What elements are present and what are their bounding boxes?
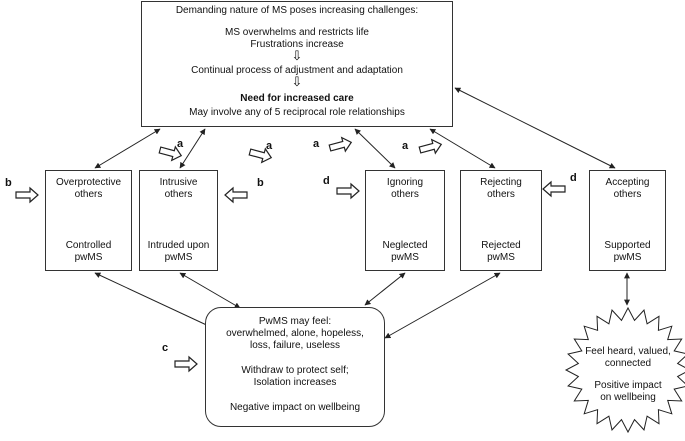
hollow-arrow-a4	[418, 138, 443, 155]
role-bot-4a: Rejected	[481, 240, 521, 251]
feel-line-2: overwhelmed, alone, hopeless,	[226, 328, 364, 339]
link-top-accepting	[454, 87, 616, 169]
top-line-3: Frustrations increase	[250, 39, 344, 50]
role-top-5a: Accepting	[605, 177, 650, 188]
role-bot-5a: Supported	[604, 240, 651, 251]
role-bot-1a: Controlled	[65, 240, 112, 251]
label-c: c	[162, 342, 169, 354]
hollow-arrow-a2	[248, 147, 273, 164]
star-line-3: Positive impact	[594, 380, 662, 391]
star-line-1: Feel heard, valued,	[585, 346, 671, 357]
link-top-overprotective	[94, 128, 161, 169]
role-bot-4b: pwMS	[487, 252, 515, 263]
star-line-4: on wellbeing	[600, 392, 656, 403]
role-top-1b: others	[74, 189, 103, 200]
label-a-3: a	[313, 138, 320, 150]
role-box-overprotective	[45, 170, 132, 271]
top-line-4: Continual process of adjustment and adap…	[191, 65, 403, 76]
hollow-arrow-d2	[542, 180, 566, 198]
role-top-1a: Overprotective	[55, 177, 122, 188]
label-d-2: d	[570, 172, 577, 184]
link-rejected-feel	[384, 272, 501, 339]
link-top-intrusive	[179, 128, 206, 169]
starburst-shape	[564, 306, 685, 434]
role-box-accepting	[589, 170, 666, 271]
role-box-rejecting	[460, 170, 542, 271]
top-line-6: May involve any of 5 reciprocal role rel…	[189, 107, 405, 118]
top-line-5: Need for increased care	[240, 93, 354, 104]
role-bot-2b: pwMS	[164, 252, 193, 263]
feel-line-5: Isolation increases	[253, 377, 337, 388]
feel-line-1: PwMS may feel:	[258, 316, 332, 327]
role-bot-2a: Intruded upon	[147, 240, 210, 251]
label-b-1: b	[5, 177, 12, 189]
role-bot-3a: Neglected	[382, 240, 428, 251]
label-a-4: a	[402, 140, 409, 152]
role-top-3a: Ignoring	[386, 177, 424, 188]
down-arrow-1: ⇩	[291, 48, 303, 63]
role-top-2a: Intrusive	[159, 177, 198, 188]
link-top-ignoring	[354, 128, 396, 169]
role-box-ignoring	[365, 170, 445, 271]
role-top-3b: others	[391, 189, 419, 200]
top-line-1: Demanding nature of MS poses increasing …	[175, 5, 419, 16]
feel-line-4: Withdraw to protect self;	[241, 365, 349, 376]
pwms-feel-box	[205, 307, 385, 427]
role-bot-3b: pwMS	[391, 252, 419, 263]
label-a-1: a	[177, 138, 184, 150]
link-top-rejecting	[429, 128, 496, 169]
role-top-4a: Rejecting	[480, 177, 522, 188]
feel-line-3: loss, failure, useless	[249, 340, 341, 351]
role-top-5b: others	[613, 189, 642, 200]
top-challenges-box	[141, 1, 453, 127]
hollow-arrow-d1	[336, 182, 360, 200]
role-box-intrusive	[139, 170, 218, 271]
link-neglected-feel	[364, 272, 406, 306]
hollow-arrow-b2	[224, 186, 248, 204]
label-a-2: a	[266, 140, 273, 152]
label-d-1: d	[323, 175, 330, 187]
hollow-arrow-c	[174, 355, 198, 373]
role-top-4b: others	[487, 189, 515, 200]
role-bot-5b: pwMS	[613, 252, 642, 263]
star-line-2: connected	[604, 358, 652, 369]
hollow-arrow-a1	[158, 145, 183, 162]
hollow-arrow-b1	[15, 186, 39, 204]
down-arrow-2: ⇩	[291, 74, 303, 89]
feel-line-6: Negative impact on wellbeing	[229, 402, 361, 413]
role-top-2b: others	[164, 189, 193, 200]
link-intruded-feel	[179, 272, 241, 309]
role-bot-1b: pwMS	[74, 252, 103, 263]
top-line-2: MS overwhelms and restricts life	[225, 27, 369, 38]
hollow-arrow-a3	[328, 136, 353, 153]
label-b-2: b	[257, 177, 264, 189]
